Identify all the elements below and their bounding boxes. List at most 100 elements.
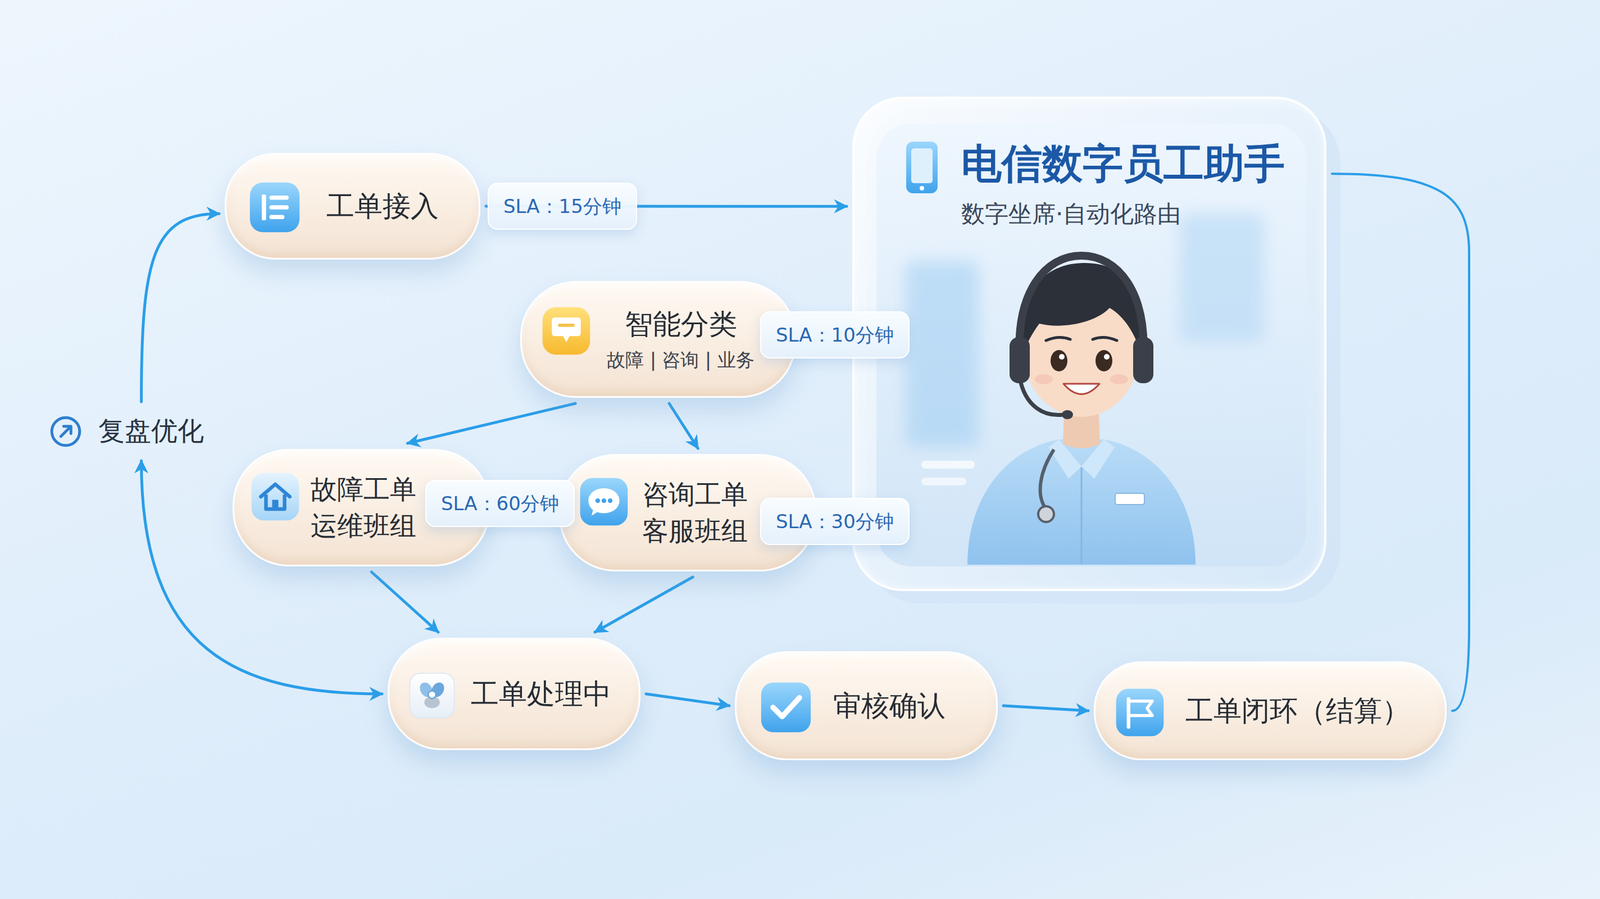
- node-title: 咨询工单: [642, 478, 748, 511]
- node-title: 工单接入: [326, 189, 439, 224]
- doc-icon-part: [269, 205, 289, 210]
- doc-icon-part: [250, 182, 300, 233]
- process-box: 智能分类故障 | 咨询 | 业务: [520, 280, 797, 398]
- agent-figure-part: [1019, 255, 1144, 360]
- check-icon-part: [761, 682, 811, 733]
- panel-glass-part: [1179, 213, 1265, 343]
- flow-arrow: [669, 403, 698, 449]
- flow-arrow: [371, 571, 439, 633]
- node-title: 智能分类: [624, 307, 738, 342]
- panel-glass-part: [876, 123, 1307, 567]
- flow-arrow: [594, 576, 693, 633]
- process-box: 工单闭环（结算）: [1093, 661, 1447, 761]
- agent-figure-part: [1080, 467, 1083, 565]
- node-title: 故障工单: [310, 473, 417, 506]
- node-subtext: 运维班组: [310, 510, 417, 542]
- loop-step: 复盘优化: [44, 407, 215, 456]
- agent-figure-part: [1038, 506, 1054, 522]
- home-icon-part: [251, 473, 300, 521]
- process-box: 工单处理中: [387, 637, 641, 750]
- doc-icon-part: [261, 194, 267, 221]
- flow-arrow: [141, 213, 220, 402]
- flow-arrow: [1003, 705, 1089, 711]
- phone-icon-part: [919, 185, 925, 191]
- process-box: 工单接入: [224, 152, 481, 260]
- doc-icon: [247, 180, 302, 235]
- node-subtext: 数字坐席·自动化路由: [961, 200, 1181, 229]
- gear-icon: [407, 671, 457, 720]
- idea-icon-part: [542, 307, 591, 356]
- check-icon: [758, 680, 813, 735]
- doc-icon-part: [269, 195, 289, 200]
- sla-label: SLA：10分钟: [760, 311, 910, 359]
- assistant-panel: 电信数字员工助手数字坐席·自动化路由: [852, 96, 1327, 592]
- panel-glass-part: [866, 108, 1341, 604]
- process-box: 审核确认: [734, 651, 998, 761]
- flag-icon-part: [1126, 698, 1131, 727]
- gear-icon-part: [409, 673, 454, 718]
- node-title: 审核确认: [833, 688, 946, 723]
- flow-arrow: [646, 693, 730, 706]
- chat-icon-part: [588, 488, 620, 516]
- doc-icon-part: [269, 214, 285, 220]
- flag-icon: [1114, 686, 1166, 739]
- phone-icon-part: [906, 141, 938, 194]
- phone-icon-part: [911, 148, 933, 184]
- sla-label: SLA：60分钟: [425, 479, 575, 527]
- panel-glass: [852, 96, 1341, 604]
- node-title: 复盘优化: [98, 415, 204, 447]
- agent-figure-part: [1034, 374, 1053, 385]
- idea-icon: [540, 305, 593, 357]
- agent-figure-part: [1081, 439, 1115, 479]
- flow-arrow: [1332, 173, 1470, 711]
- home-icon-part: [265, 494, 285, 509]
- agent-figure-part: [1046, 337, 1071, 341]
- agent-figure-part: [1115, 493, 1145, 505]
- panel-glass-part: [921, 460, 975, 469]
- review-icon: [48, 414, 84, 449]
- agent-figure-part: [1103, 353, 1110, 360]
- agent-figure-part: [1019, 377, 1064, 416]
- flag-icon-part: [1129, 701, 1153, 716]
- phone-icon: [906, 141, 938, 194]
- idea-icon-part: [551, 317, 581, 343]
- check-icon-part: [773, 697, 800, 717]
- agent-figure: [967, 255, 1196, 565]
- agent-figure-part: [1110, 374, 1129, 385]
- chat-icon-part: [601, 498, 607, 503]
- panel-glass-part: [921, 477, 967, 486]
- flow-arrow: [407, 403, 576, 444]
- chat-icon-part: [607, 498, 613, 503]
- agent-figure-part: [1009, 337, 1030, 384]
- home-icon: [249, 470, 302, 523]
- panel-glass-part: [905, 261, 979, 447]
- review-icon-part: [51, 417, 80, 446]
- home-icon-part: [271, 500, 279, 510]
- chat-icon-part: [580, 478, 629, 526]
- agent-figure-part: [1048, 439, 1082, 479]
- node-title: 工单闭环（结算）: [1185, 693, 1411, 728]
- agent-figure-part: [1092, 337, 1117, 341]
- node-title: 工单处理中: [470, 676, 612, 711]
- sla-label: SLA：30分钟: [760, 497, 910, 545]
- agent-figure-part: [1061, 410, 1074, 420]
- chat-icon-part: [595, 498, 600, 503]
- agent-figure-part: [1133, 337, 1154, 384]
- agent-figure-part: [967, 439, 1196, 565]
- review-icon-part: [63, 426, 71, 434]
- agent-figure-part: [1063, 383, 1100, 395]
- node-title: 电信数字员工助手: [961, 139, 1285, 188]
- flag-icon-part: [1116, 688, 1165, 737]
- node-subtext: 故障 | 咨询 | 业务: [606, 348, 754, 372]
- chat-icon: [578, 475, 630, 528]
- node-subtext: 客服班组: [642, 515, 748, 547]
- sla-label: SLA：15分钟: [487, 182, 638, 230]
- gear-icon-part: [428, 690, 436, 699]
- agent-figure-part: [1040, 449, 1054, 508]
- idea-icon-part: [557, 323, 575, 327]
- panel-glass-part: [852, 96, 1327, 592]
- agent-figure-part: [1058, 353, 1065, 360]
